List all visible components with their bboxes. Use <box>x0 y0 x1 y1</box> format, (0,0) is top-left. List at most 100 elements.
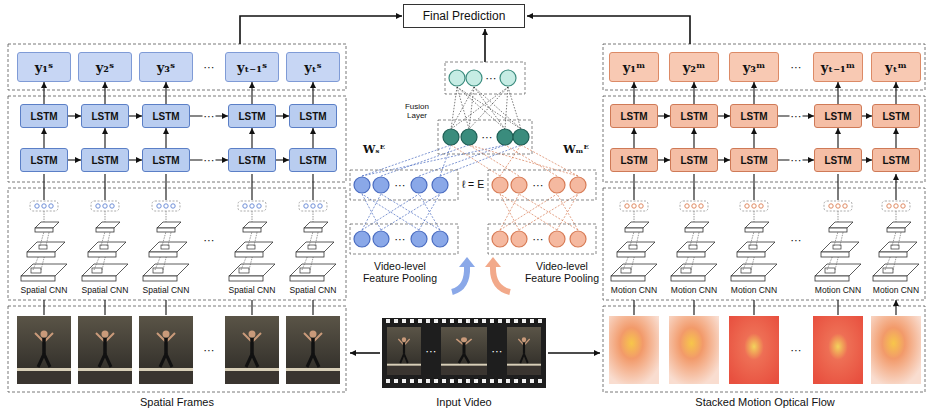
dotted-links <box>362 194 440 230</box>
flow-image <box>813 316 863 384</box>
panel <box>603 306 925 392</box>
output-box: y₂ˢ <box>78 52 132 82</box>
node-text: y₃ˢ <box>157 60 175 75</box>
connector <box>251 128 252 148</box>
connector <box>43 82 44 104</box>
video-frame <box>225 316 279 384</box>
layer-box <box>350 224 458 254</box>
lstm-cell: LSTM <box>20 104 68 128</box>
lstm-cell: LSTM <box>289 104 337 128</box>
lstm-cell: LSTM <box>228 104 276 128</box>
node-text: yₜᵐ <box>885 60 907 75</box>
module-label: Spatial CNN <box>21 286 68 295</box>
connector <box>276 159 289 160</box>
connector <box>312 128 313 148</box>
ellipsis: ⋯ <box>203 61 216 73</box>
ellipsis: ⋯ <box>790 344 803 356</box>
arrow <box>44 174 896 200</box>
curved-arrow <box>452 266 467 292</box>
connector <box>312 82 313 104</box>
cnn-symbol <box>873 201 919 281</box>
output-box: y₁ᵐ <box>609 52 659 82</box>
caption: Input Video <box>436 396 491 408</box>
arrow-head <box>485 257 501 267</box>
ellipsis: ⋯ <box>394 179 407 191</box>
cnn-symbol <box>731 201 777 281</box>
dotted-links <box>500 194 578 230</box>
node-text: LSTM <box>91 155 118 166</box>
panel <box>8 306 346 392</box>
ellipsis: ⋯ <box>394 233 407 245</box>
arrow <box>350 352 380 354</box>
node-text: LSTM <box>91 111 118 122</box>
connector <box>693 128 694 148</box>
video-frame <box>441 327 487 375</box>
lstm-cell: LSTM <box>20 148 68 172</box>
weight-label: Wₛᴱ <box>362 144 386 156</box>
dotted-links <box>451 145 578 176</box>
node-text: LSTM <box>30 155 57 166</box>
lstm-cell: LSTM <box>228 148 276 172</box>
video-frame <box>78 316 132 384</box>
bracket-arrow <box>527 16 690 44</box>
node-text: LSTM <box>238 155 265 166</box>
cnn-symbol <box>290 201 336 281</box>
node-text: yₜ₋₁ᵐ <box>821 60 855 75</box>
lstm-cell: LSTM <box>289 148 337 172</box>
pooling-arrows <box>452 257 510 292</box>
cnn-symbol <box>611 201 657 281</box>
connector <box>633 128 634 148</box>
cnn-symbol <box>82 201 128 281</box>
caption: Spatial Frames <box>140 396 214 408</box>
cnn-symbol <box>21 201 67 281</box>
node-text: LSTM <box>824 155 851 166</box>
node-text: LSTM <box>620 155 647 166</box>
layer-box <box>438 120 532 154</box>
module-label: Motion CNN <box>815 286 861 295</box>
ellipsis: ⋯ <box>532 233 545 245</box>
panel <box>8 188 346 300</box>
output-box: yₜ₋₁ᵐ <box>813 52 863 82</box>
output-box: yₜˢ <box>286 52 340 82</box>
node-text: LSTM <box>882 111 909 122</box>
arrow <box>548 352 600 354</box>
edge-label: ⋯ <box>203 154 216 166</box>
ellipsis: ⋯ <box>426 345 437 357</box>
output-box: yₜ₋₁ˢ <box>225 52 279 82</box>
node-text: y₃ᵐ <box>743 60 766 75</box>
flow-image <box>669 316 719 384</box>
bracket-arrow <box>240 16 402 44</box>
connector <box>68 115 81 116</box>
node-text: yₜ₋₁ˢ <box>237 60 267 75</box>
output-box: yₜᵐ <box>871 52 921 82</box>
cnn-symbol <box>229 201 275 281</box>
ellipsis: ⋯ <box>790 61 803 73</box>
weight-label: Wₘᴱ <box>562 144 590 156</box>
lstm-cell: LSTM <box>670 148 718 172</box>
node-text: LSTM <box>680 111 707 122</box>
video-frame <box>139 316 193 384</box>
film-strip <box>350 318 600 388</box>
cnn-symbol <box>815 201 861 281</box>
node-text: y₁ˢ <box>35 60 53 75</box>
output-box: y₁ˢ <box>17 52 71 82</box>
node-text: y₁ᵐ <box>623 60 646 75</box>
lstm-cell: LSTM <box>81 148 129 172</box>
spatial-frames <box>17 316 340 384</box>
output-box: y₂ᵐ <box>669 52 719 82</box>
module-label: Spatial CNN <box>82 286 129 295</box>
connector <box>129 159 142 160</box>
layer-box <box>488 224 596 254</box>
lstm-cell: LSTM <box>610 104 658 128</box>
video-frame <box>507 327 541 375</box>
feature-arrows <box>44 174 896 315</box>
node-text: LSTM <box>299 155 326 166</box>
lstm-cell: LSTM <box>730 104 778 128</box>
layer-box <box>488 170 596 200</box>
flow-image <box>609 316 659 384</box>
node-text: Final Prediction <box>423 9 506 23</box>
sprockets <box>382 378 546 384</box>
module-label: Motion CNN <box>671 286 717 295</box>
video-frame <box>286 316 340 384</box>
